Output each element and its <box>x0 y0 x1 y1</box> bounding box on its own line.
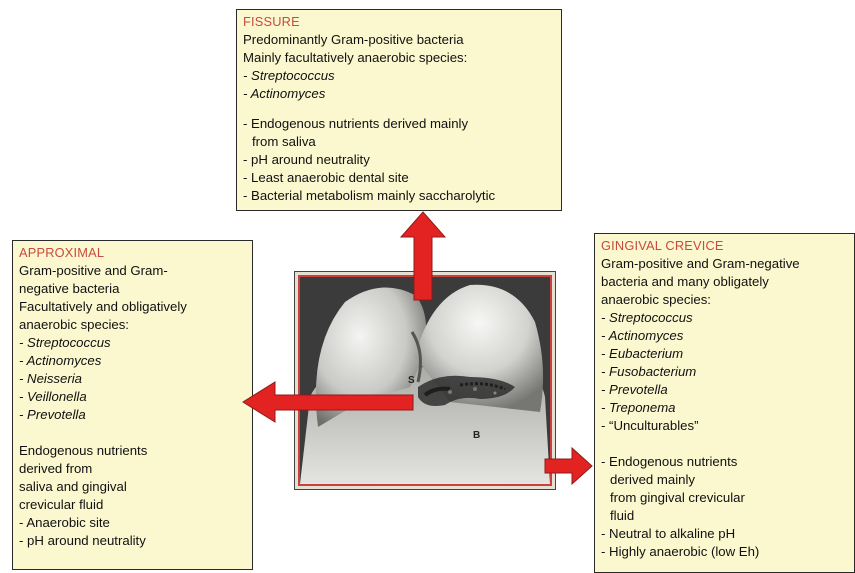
arrows-layer <box>0 0 855 560</box>
arrow-left-to-approximal <box>243 382 413 422</box>
arrow-right-to-gingival <box>545 448 592 484</box>
arrow-up-to-fissure <box>401 212 445 300</box>
